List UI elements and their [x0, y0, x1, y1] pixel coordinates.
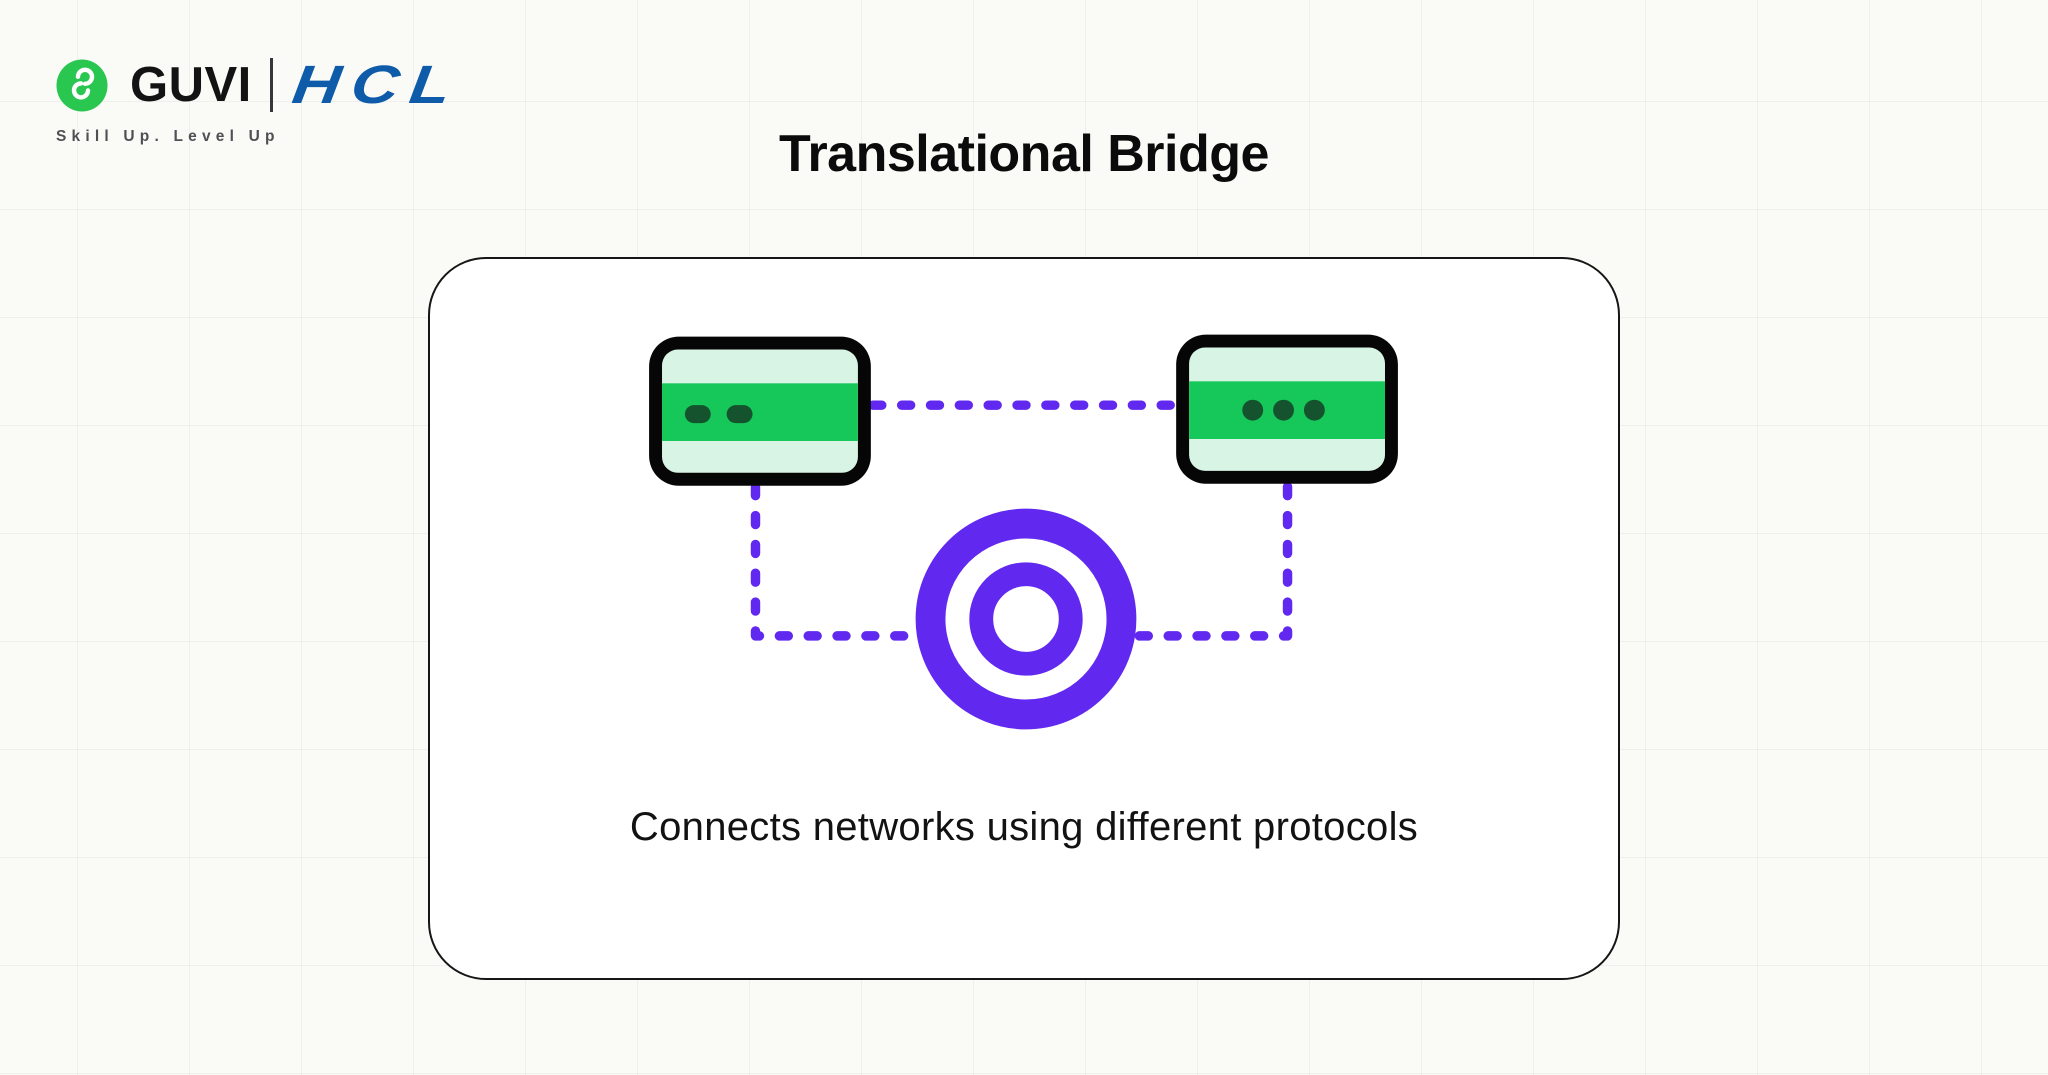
network-device-three-dots-icon [1176, 334, 1398, 484]
partner-brand-name: HCL [288, 55, 466, 115]
logo-divider [269, 58, 273, 112]
logo-row: GUVI HCL [56, 55, 465, 115]
page-title: Translational Bridge [779, 125, 1269, 183]
connector-left [750, 482, 926, 641]
connector-right [1126, 482, 1293, 641]
diagram-card: Connects networks using different protoc… [428, 257, 1620, 980]
guvi-g-icon [56, 59, 108, 111]
brand-tagline: Skill Up. Level Up [56, 128, 280, 145]
network-device-two-dashes-icon [649, 336, 871, 486]
connector-lines [750, 400, 1293, 641]
brand-name: GUVI [130, 57, 252, 112]
diagram-caption: Connects networks using different protoc… [629, 805, 1419, 849]
bridge-diagram [649, 334, 1398, 730]
brand-logo: GUVI HCL Skill Up. Level Up [56, 55, 465, 146]
bridge-double-circle-icon [915, 508, 1137, 730]
